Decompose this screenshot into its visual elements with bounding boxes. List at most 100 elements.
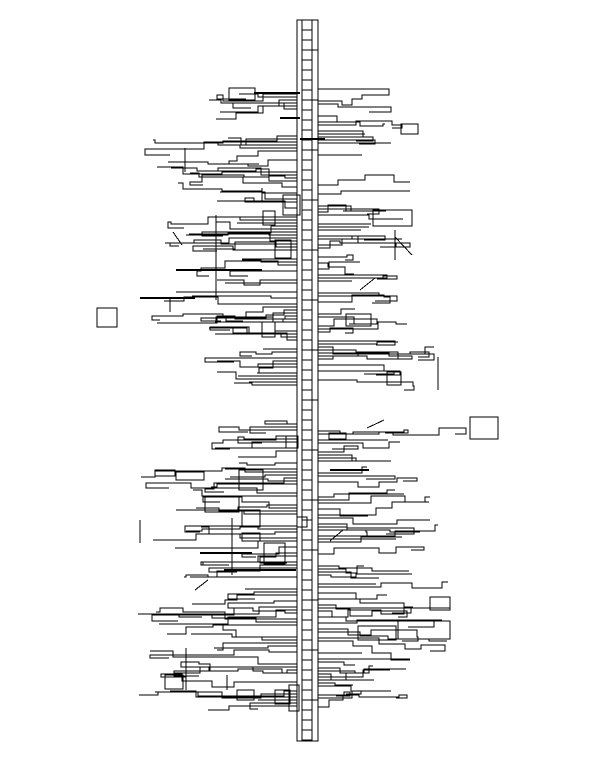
wire-trace bbox=[150, 650, 297, 658]
wire-trace bbox=[318, 547, 424, 554]
wire-trace bbox=[150, 651, 297, 664]
wire-trace bbox=[234, 383, 297, 385]
component-block bbox=[275, 690, 290, 704]
wire-trace bbox=[318, 122, 385, 126]
wire-trace bbox=[318, 496, 429, 503]
wire-trace bbox=[238, 451, 297, 457]
wire-trace bbox=[216, 222, 297, 229]
wire-trace bbox=[318, 611, 434, 627]
wire-trace bbox=[214, 646, 297, 648]
wire-trace bbox=[212, 436, 297, 449]
component-block bbox=[275, 240, 291, 258]
wire-trace bbox=[318, 530, 420, 532]
diagonal-connector bbox=[367, 420, 384, 428]
wire-trace bbox=[318, 494, 404, 497]
component-block bbox=[358, 626, 396, 640]
component-block bbox=[286, 436, 298, 448]
wire-trace bbox=[318, 478, 417, 487]
wire-trace bbox=[161, 674, 297, 687]
wire-trace bbox=[318, 255, 353, 260]
wire-trace bbox=[220, 100, 297, 112]
wire-trace bbox=[230, 271, 297, 276]
wire-trace bbox=[228, 592, 297, 599]
wire-trace bbox=[205, 478, 297, 492]
wire-trace bbox=[318, 354, 405, 359]
wire-trace bbox=[318, 605, 407, 617]
diagonal-connector bbox=[360, 278, 375, 290]
wire-trace bbox=[153, 140, 297, 148]
wire-trace bbox=[201, 527, 297, 538]
wire-trace bbox=[318, 347, 434, 354]
wire-trace bbox=[168, 624, 297, 637]
wire-trace bbox=[318, 319, 377, 326]
wire-trace bbox=[192, 296, 297, 298]
component-block bbox=[205, 496, 239, 512]
wire-trace bbox=[192, 595, 297, 604]
component-block bbox=[165, 675, 183, 689]
wire-trace bbox=[153, 532, 297, 540]
wire-trace bbox=[318, 121, 402, 128]
wire-trace bbox=[318, 371, 400, 375]
wire-trace bbox=[318, 328, 353, 333]
wire-trace bbox=[318, 574, 412, 577]
wire-trace bbox=[318, 683, 353, 685]
wire-trace bbox=[215, 442, 297, 448]
wire-trace bbox=[318, 140, 375, 144]
wire-trace bbox=[168, 160, 297, 166]
component-block bbox=[155, 470, 175, 476]
wire-trace bbox=[229, 151, 297, 164]
wire-trace bbox=[318, 582, 448, 588]
wire-trace bbox=[225, 479, 297, 481]
bus-frame bbox=[297, 20, 318, 741]
wire-trace bbox=[318, 518, 430, 524]
wire-trace bbox=[318, 95, 374, 105]
wire-trace bbox=[217, 372, 297, 379]
wire-trace bbox=[203, 497, 297, 508]
component-block bbox=[387, 372, 401, 385]
wire-trace bbox=[152, 608, 297, 621]
wire-trace bbox=[318, 262, 360, 269]
wire-trace bbox=[318, 175, 410, 185]
wire-trace bbox=[209, 100, 297, 109]
wire-trace bbox=[190, 173, 297, 187]
wire-trace bbox=[216, 136, 297, 143]
wire-trace bbox=[318, 380, 414, 390]
wire-trace bbox=[209, 568, 297, 572]
wire-trace bbox=[217, 643, 297, 650]
wire-trace bbox=[318, 341, 395, 345]
component-block bbox=[263, 211, 275, 225]
wire-trace bbox=[217, 280, 297, 285]
wire-trace bbox=[185, 526, 297, 532]
wire-trace bbox=[318, 476, 395, 479]
wire-trace bbox=[222, 217, 297, 220]
wire-trace bbox=[208, 706, 297, 710]
block-layer bbox=[97, 88, 498, 711]
wire-trace bbox=[175, 541, 297, 548]
component-block bbox=[329, 433, 346, 439]
wire-trace bbox=[193, 246, 297, 251]
wire-trace bbox=[230, 475, 297, 477]
wire-trace bbox=[219, 427, 297, 432]
wire-trace bbox=[170, 691, 297, 697]
wire-trace bbox=[318, 497, 430, 515]
component-block bbox=[242, 533, 260, 541]
wire-trace bbox=[165, 240, 297, 244]
wire-trace bbox=[238, 437, 297, 443]
wire-trace bbox=[191, 634, 297, 640]
component-block bbox=[401, 124, 418, 134]
wire-trace bbox=[211, 484, 297, 487]
wire-trace bbox=[201, 562, 297, 565]
wire-trace bbox=[318, 527, 367, 536]
wire-trace bbox=[205, 358, 297, 362]
wire-trace bbox=[318, 525, 438, 536]
wire-trace bbox=[228, 601, 297, 608]
wire-trace bbox=[318, 276, 397, 279]
wire-trace bbox=[190, 175, 297, 185]
wire-trace bbox=[318, 342, 398, 344]
component-block bbox=[289, 685, 299, 711]
wire-trace bbox=[318, 241, 410, 248]
wire-trace bbox=[138, 614, 297, 622]
wire-trace bbox=[156, 608, 297, 619]
wire-trace bbox=[265, 421, 297, 424]
wire-trace bbox=[210, 327, 297, 334]
